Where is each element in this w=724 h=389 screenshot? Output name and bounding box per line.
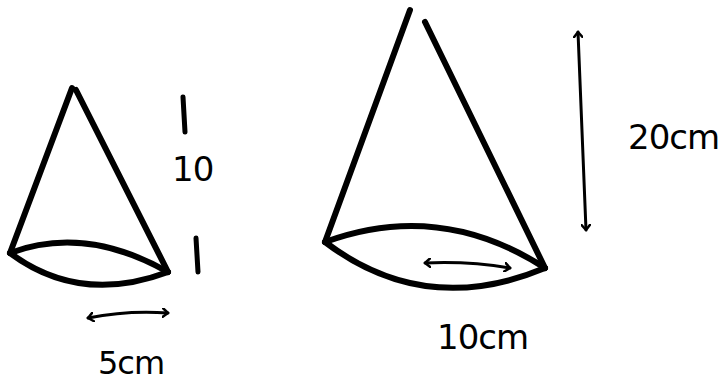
small-cone xyxy=(10,88,168,285)
height-label: 20cm xyxy=(628,120,719,154)
radius-arrow xyxy=(425,263,510,268)
dimension-tick xyxy=(183,97,185,132)
dimension-tick xyxy=(196,238,198,272)
radius-label: 10cm xyxy=(437,320,528,354)
large-cone xyxy=(325,10,545,288)
height-arrow xyxy=(578,32,586,230)
height-label: 10 xyxy=(172,152,213,186)
radius-arrow xyxy=(88,312,168,318)
radius-label: 5cm xyxy=(98,347,164,379)
